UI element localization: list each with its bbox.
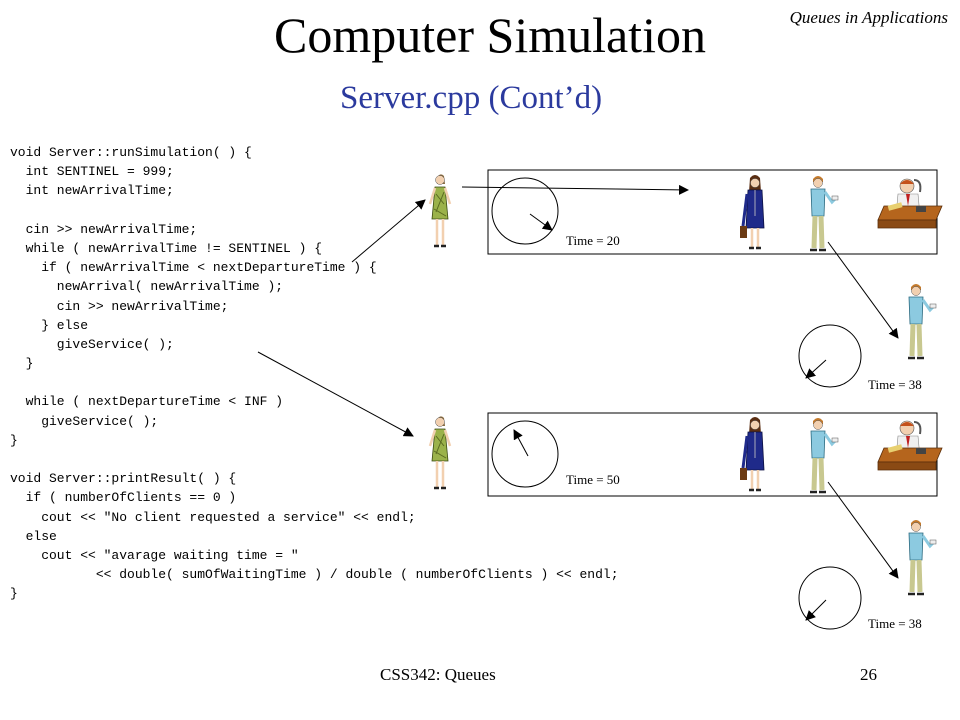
arriving-customer-figure (428, 415, 452, 490)
code-line: } else (10, 317, 89, 333)
clock-icon (798, 566, 862, 630)
code-line: while ( newArrivalTime != SENTINEL ) { (10, 240, 323, 256)
server-clerk-figure (877, 420, 943, 471)
clock-icon (798, 324, 862, 388)
code-line: } (10, 586, 18, 602)
code-line: while ( nextDepartureTime < INF ) (10, 394, 284, 410)
departing-customer-figure (908, 284, 936, 358)
clock-icon (491, 420, 559, 488)
arriving-customer-figure (428, 173, 452, 248)
code-line: cin >> newArrivalTime; (10, 221, 198, 237)
departing-customer-figure (908, 520, 936, 594)
time-label-bottom-departed: Time = 38 (868, 616, 922, 631)
clock-icon (491, 177, 559, 245)
code-line: giveService( ); (10, 336, 174, 352)
code-line: cout << "No client requested a service" … (10, 509, 416, 525)
slide-title: Computer Simulation (274, 7, 706, 63)
customer-figure (738, 173, 766, 250)
queue-box-top (487, 169, 938, 255)
time-label-top-departed: Time = 38 (868, 377, 922, 392)
code-line: void Server::printResult( ) { (10, 471, 237, 487)
code-line: } (10, 432, 18, 448)
code-line: newArrival( newArrivalTime ); (10, 279, 284, 295)
code-line: if ( numberOfClients == 0 ) (10, 490, 237, 506)
page-number: 26 (860, 665, 877, 684)
code-line: cout << "avarage waiting time = " (10, 547, 299, 563)
code-line: int SENTINEL = 999; (10, 164, 174, 180)
code-line: else (10, 528, 57, 544)
code-line: if ( newArrivalTime < nextDepartureTime … (10, 260, 377, 276)
time-label-top: Time = 20 (566, 233, 620, 248)
code-block: void Server::runSimulation( ) { int SENT… (10, 143, 619, 604)
section-tag: Queues in Applications (789, 8, 948, 27)
time-label-bottom: Time = 50 (566, 472, 620, 487)
code-line: << double( sumOfWaitingTime ) / double (… (10, 567, 619, 583)
code-line: cin >> newArrivalTime; (10, 298, 229, 314)
server-clerk-figure (877, 178, 943, 229)
queue-box-bottom (487, 412, 938, 497)
code-line: void Server::runSimulation( ) { (10, 145, 252, 160)
code-line: } (10, 356, 34, 372)
customer-figure (810, 418, 838, 492)
slide-subtitle: Server.cpp (Cont’d) (340, 80, 603, 116)
code-line: int newArrivalTime; (10, 183, 174, 199)
footer-course: CSS342: Queues (380, 665, 496, 684)
customer-figure (810, 176, 838, 250)
customer-figure (738, 415, 766, 492)
code-line: giveService( ); (10, 413, 159, 429)
